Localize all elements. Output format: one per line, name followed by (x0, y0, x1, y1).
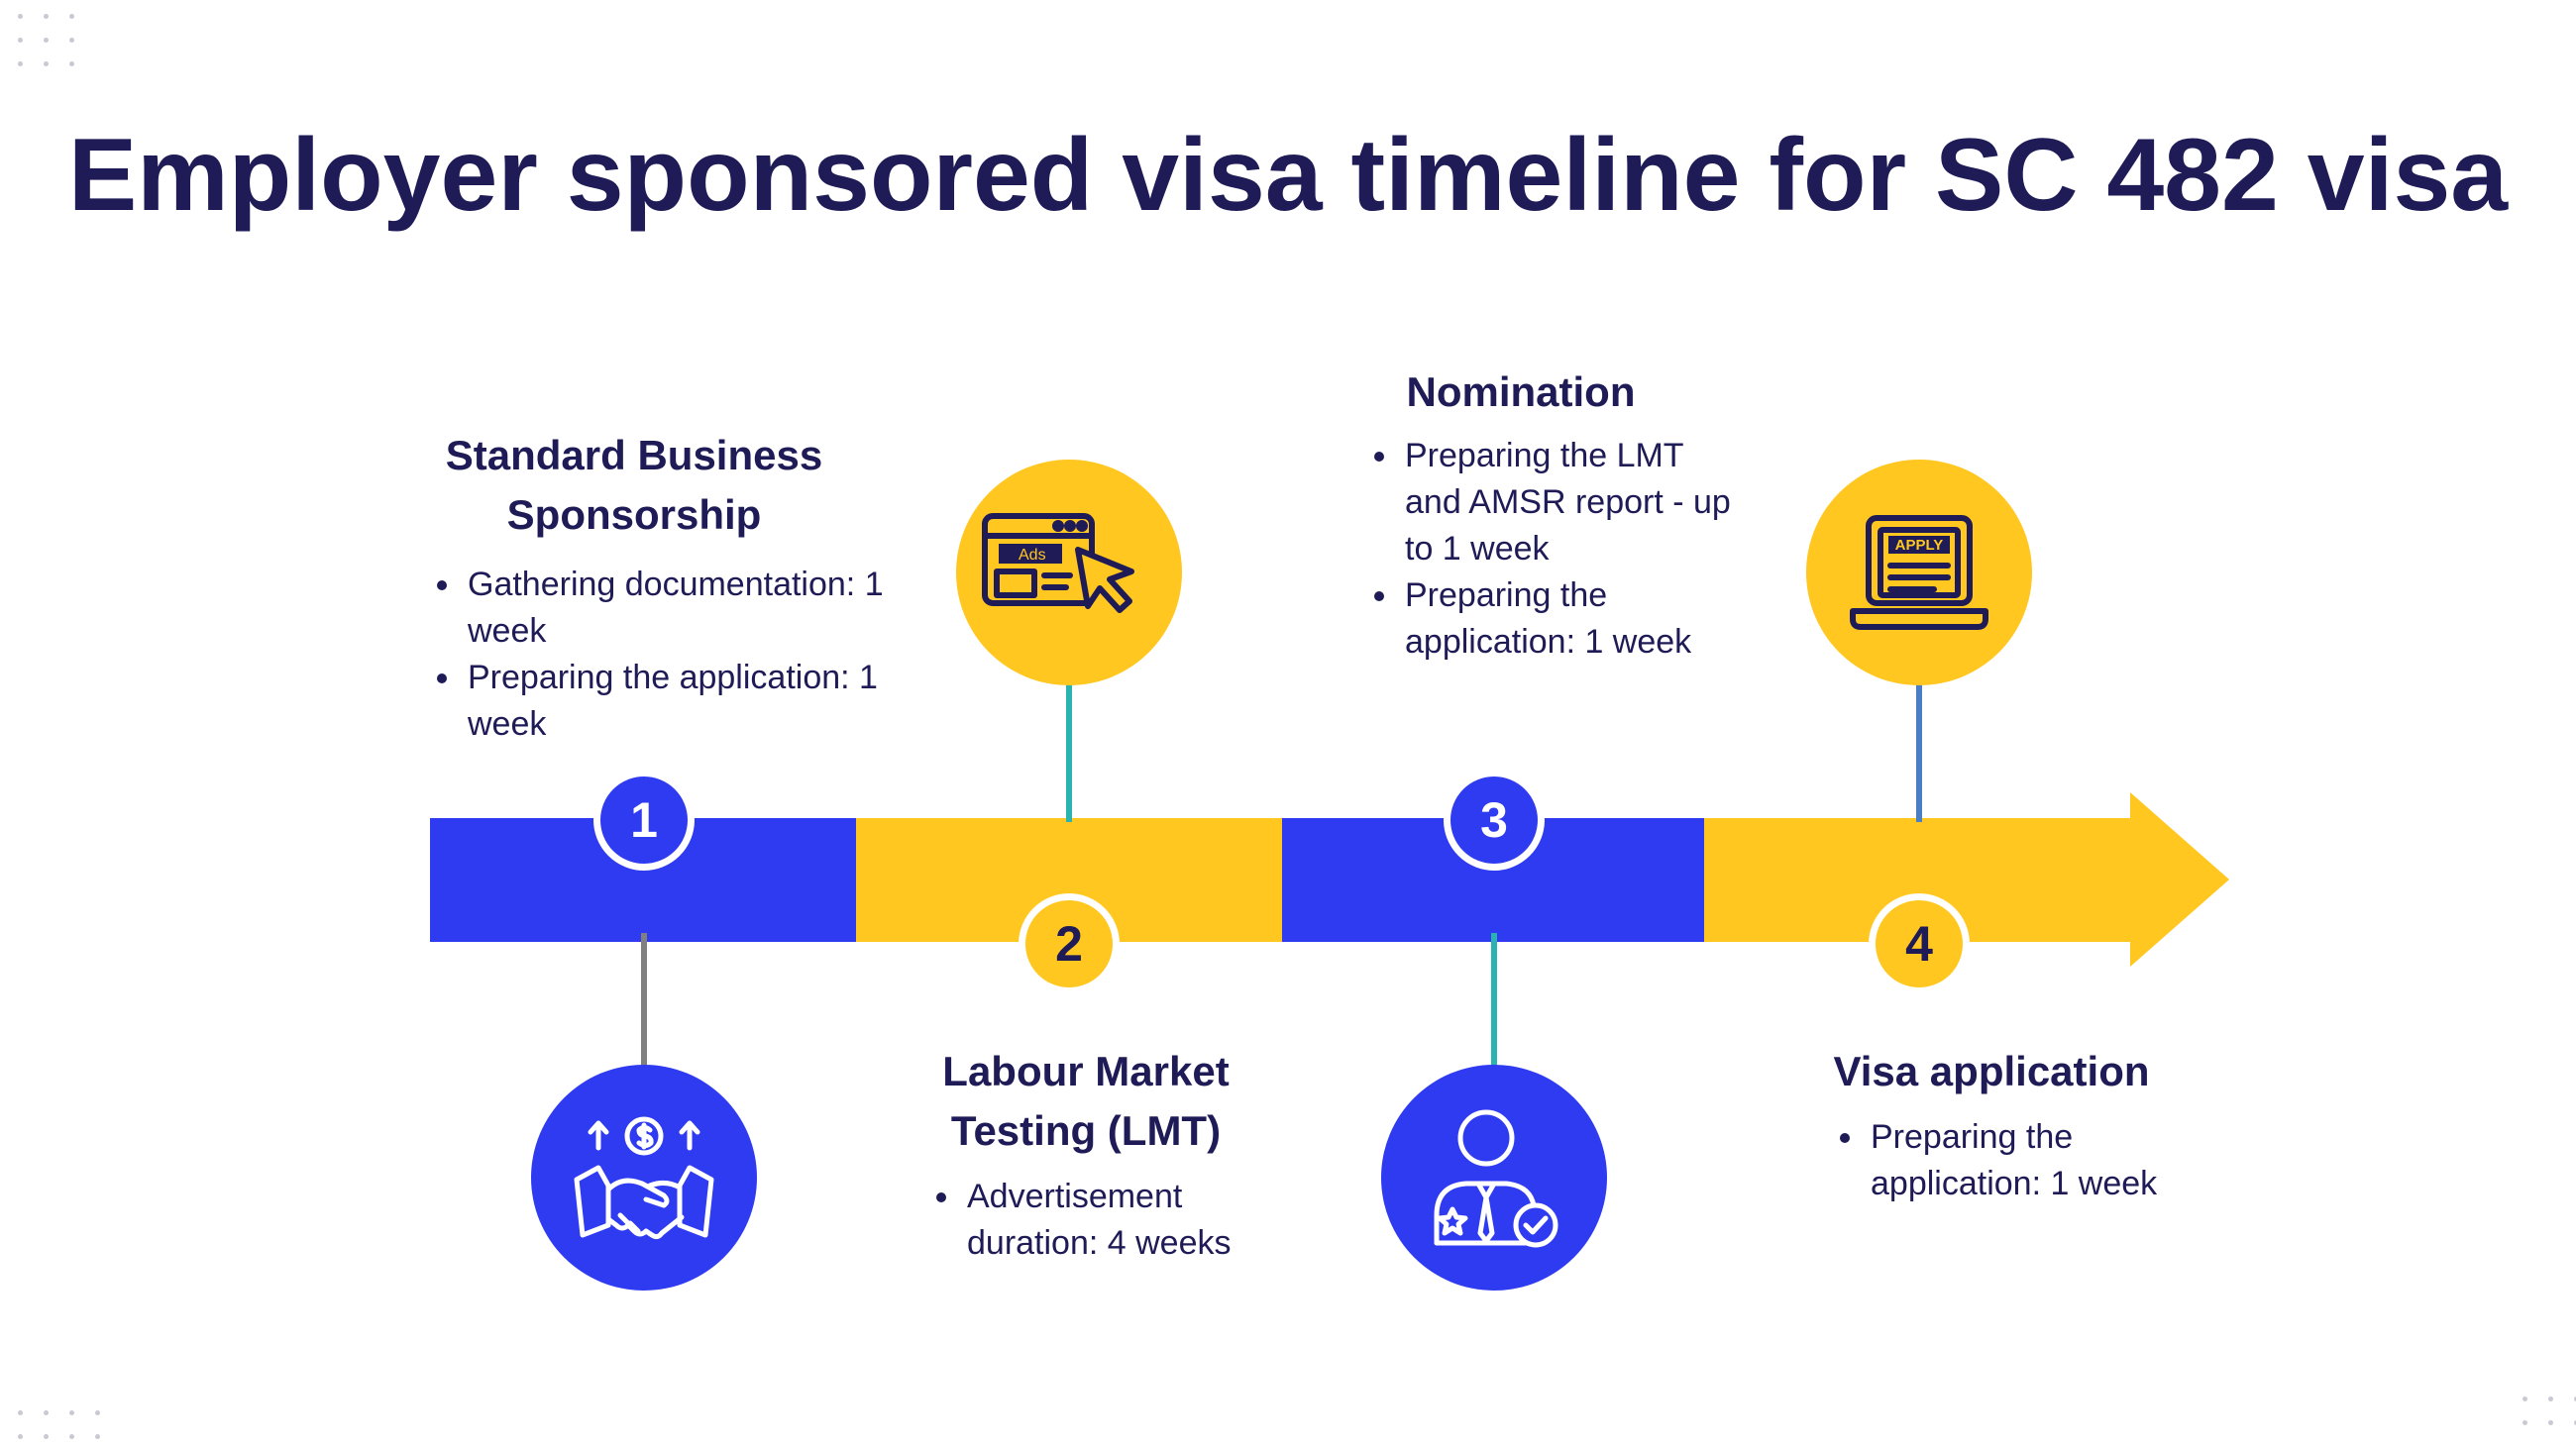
connector-step-3 (1491, 933, 1497, 1068)
list-item: Gathering documentation: 1 week (464, 562, 919, 655)
step-3-title-line1: Nomination (1406, 368, 1636, 415)
apply-laptop-icon: APPLY (1850, 515, 1988, 630)
step-2-title: Labour Market Testing (LMT) (858, 1042, 1314, 1161)
step-3-title: Nomination (1308, 362, 1734, 422)
ads-label: Ads (1019, 547, 1046, 564)
step-number-badge-3: 3 (1444, 770, 1545, 871)
step-4-title-line1: Visa application (1833, 1048, 2150, 1094)
ads-browser-icon: Ads (982, 513, 1134, 613)
page-title: Employer sponsored visa timeline for SC … (67, 118, 2509, 233)
step-number-badge-1: 1 (593, 770, 695, 871)
step-number-badge-4: 4 (1869, 893, 1970, 994)
step-1-list: Gathering documentation: 1 week Preparin… (428, 562, 919, 748)
handshake-money-icon (574, 1116, 714, 1240)
list-item: Preparing the application: 1 week (1867, 1114, 2184, 1207)
step-2-icon-circle: Ads (956, 460, 1182, 685)
connector-step-4 (1916, 678, 1922, 822)
step-4-title: Visa application (1803, 1042, 2180, 1101)
step-3-icon-circle (1381, 1065, 1607, 1291)
step-4-list: Preparing the application: 1 week (1831, 1114, 2184, 1207)
list-item: Preparing the LMT and AMSR report - up t… (1401, 433, 1738, 572)
step-1-title: Standard Business Sponsorship (406, 426, 862, 545)
step-4-icon-circle: APPLY (1806, 460, 2032, 685)
step-2-list: Advertisement duration: 4 weeks (927, 1174, 1300, 1267)
step-1-title-line1: Standard Business (445, 432, 823, 478)
verified-employee-icon (1434, 1109, 1558, 1248)
list-item: Preparing the application: 1 week (1401, 572, 1738, 666)
list-item: Preparing the application: 1 week (464, 655, 919, 748)
apply-label: APPLY (1895, 537, 1944, 554)
step-2-title-line2: Testing (LMT) (950, 1107, 1222, 1154)
connector-step-1 (641, 933, 647, 1068)
step-1-title-line2: Sponsorship (506, 491, 762, 538)
step-1-icon-circle (531, 1065, 757, 1291)
step-number-badge-2: 2 (1019, 893, 1120, 994)
connector-step-2 (1066, 678, 1072, 822)
step-3-list: Preparing the LMT and AMSR report - up t… (1365, 433, 1738, 666)
step-2-title-line1: Labour Market (942, 1048, 1230, 1094)
list-item: Advertisement duration: 4 weeks (963, 1174, 1300, 1267)
timeline-arrowhead (2130, 792, 2229, 967)
